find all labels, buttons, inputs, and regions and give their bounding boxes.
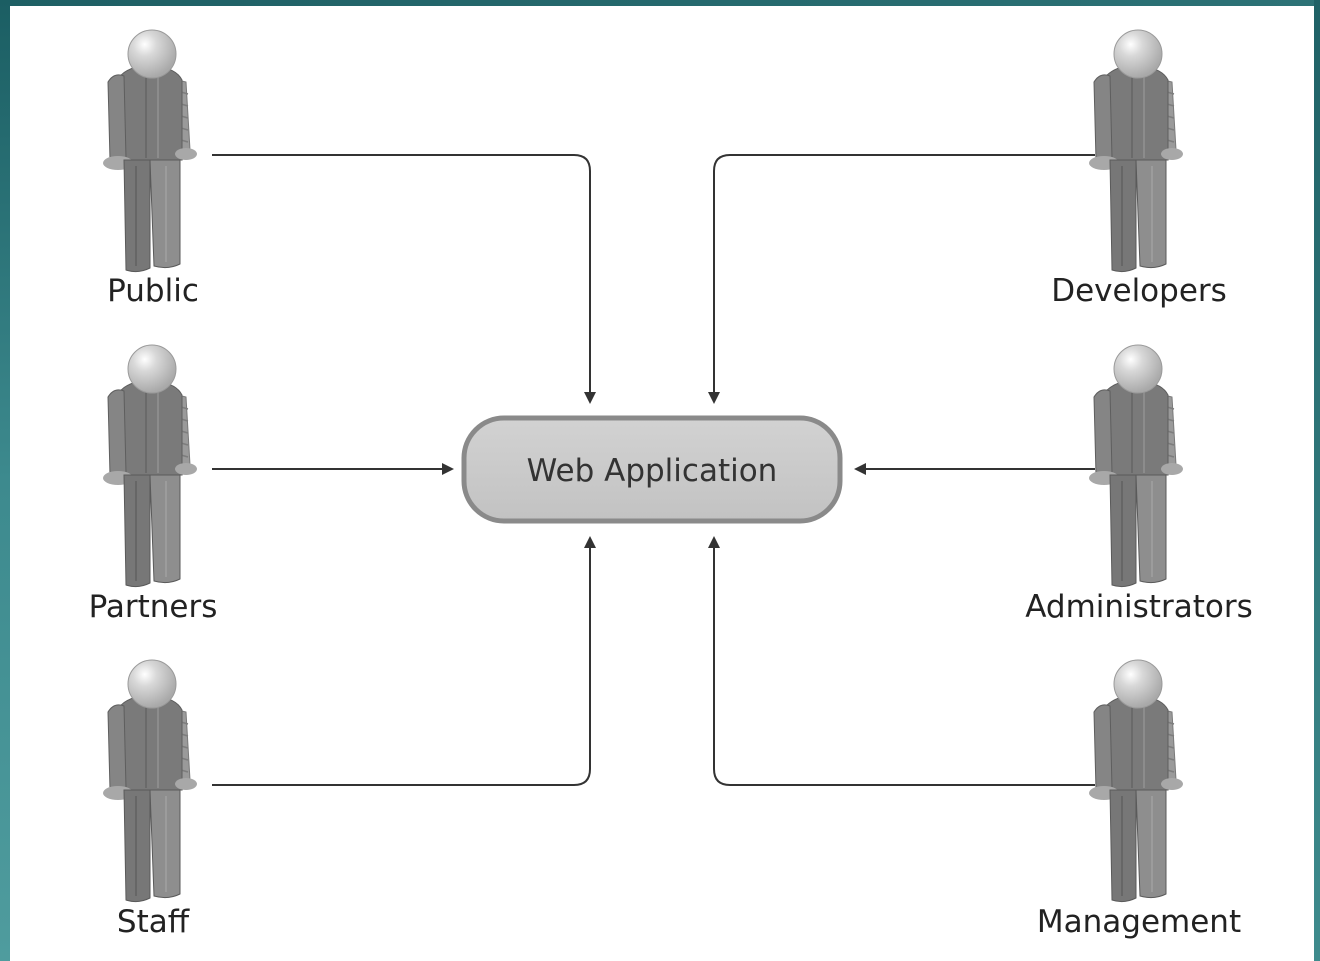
actor-staff[interactable]: Staff: [102, 659, 198, 940]
actor-label-partners: Partners: [89, 589, 218, 625]
person-icon: [1088, 29, 1184, 273]
web-application-node[interactable]: Web Application: [461, 415, 843, 524]
actor-label-management: Management: [1037, 904, 1241, 940]
person-icon: [102, 659, 198, 903]
person-icon: [1088, 344, 1184, 588]
frame-left-border: [0, 0, 10, 961]
connector-developers: [708, 154, 1095, 404]
actor-label-developers: Developers: [1051, 273, 1227, 309]
web-application-label: Web Application: [527, 453, 778, 489]
connector-staff: [212, 536, 596, 786]
person-icon: [102, 29, 198, 273]
actor-administrators[interactable]: Administrators: [1025, 344, 1253, 625]
actor-label-administrators: Administrators: [1025, 589, 1252, 625]
frame-right-border: [1314, 0, 1320, 961]
actor-partners[interactable]: Partners: [89, 344, 218, 625]
actor-label-public: Public: [107, 273, 199, 309]
person-icon: [102, 344, 198, 588]
actor-label-staff: Staff: [117, 904, 190, 940]
person-icon: [1088, 659, 1184, 903]
actor-public[interactable]: Public: [102, 29, 199, 309]
actor-management[interactable]: Management: [1037, 659, 1241, 940]
frame-top-border: [0, 0, 1320, 6]
actor-developers[interactable]: Developers: [1051, 29, 1227, 309]
connector-management: [708, 536, 1095, 786]
connector-public: [212, 154, 596, 404]
